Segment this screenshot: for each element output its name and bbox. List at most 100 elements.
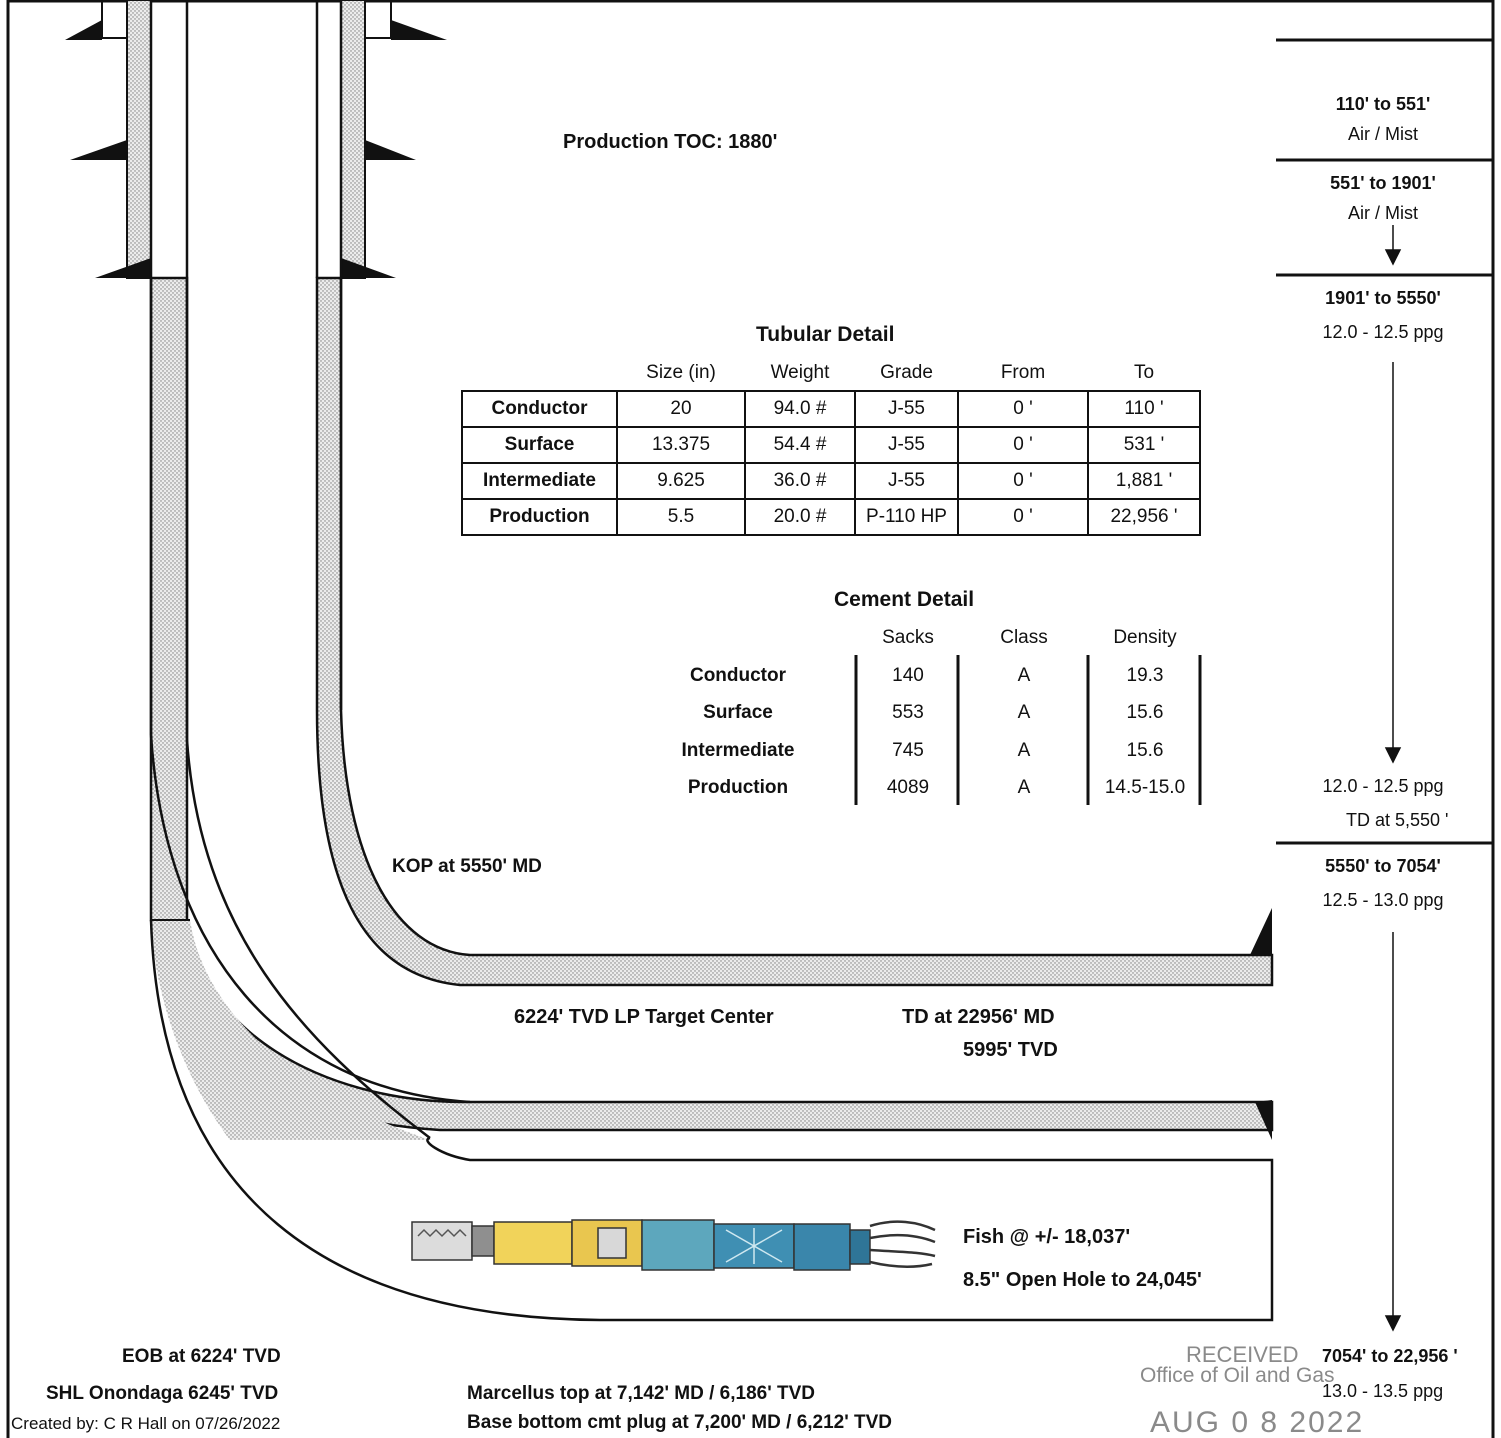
td-md-label: TD at 22956' MD	[902, 1006, 1055, 1028]
tubular-header-weight: Weight	[770, 362, 830, 383]
mud-weight-end: 12.0 - 12.5 ppg	[1322, 776, 1444, 796]
tubular-from: 0 '	[957, 462, 1089, 500]
cement-row-name: Conductor	[689, 665, 787, 686]
shl-label: SHL Onondaga 6245' TVD	[46, 1383, 279, 1404]
kop-label: KOP at 5550' MD	[392, 856, 542, 877]
tubular-grade: J-55	[854, 462, 959, 500]
cement-sacks: 553	[892, 702, 924, 723]
cement-row-name: Intermediate	[681, 740, 795, 761]
received-stamp-line1: RECEIVED	[1186, 1342, 1299, 1367]
tubular-from: 0 '	[957, 498, 1089, 536]
mud-interval-4: 5550' to 7054' 12.5 - 13.0 ppg	[1273, 857, 1493, 909]
cement-detail-title: Cement Detail	[834, 588, 975, 611]
mud-dividers	[1276, 38, 1493, 845]
tubular-weight: 94.0 #	[744, 390, 856, 428]
mud-weight: Air / Mist	[1348, 203, 1418, 223]
cement-table-lines	[854, 655, 1202, 805]
tubular-size: 9.625	[616, 462, 746, 500]
cement-sacks: 140	[892, 665, 924, 686]
tubular-row-name: Surface	[461, 426, 618, 464]
production-casing	[149, 734, 471, 1139]
td-tvd-label: 5995' TVD	[963, 1039, 1058, 1061]
cement-class: A	[1017, 740, 1031, 761]
tubular-grade: P-110 HP	[854, 498, 959, 536]
cement-class: A	[1017, 777, 1031, 798]
mud-weight-5: 13.0 - 13.5 ppg	[1322, 1381, 1444, 1401]
tubular-to: 531 '	[1087, 426, 1201, 464]
base-plug-label: Base bottom cmt plug at 7,200' MD / 6,21…	[467, 1412, 893, 1433]
surface-cement	[126, 0, 366, 279]
cement-header-density: Density	[1113, 627, 1177, 648]
tubular-size: 13.375	[616, 426, 746, 464]
table-row: Intermediate 9.625 36.0 # J-55 0 ' 1,881…	[461, 462, 1201, 500]
table-row: Surface 13.375 54.4 # J-55 0 ' 531 '	[461, 426, 1201, 464]
tubular-to: 1,881 '	[1087, 462, 1201, 500]
cement-class: A	[1017, 702, 1031, 723]
mud-arrows	[1384, 225, 1402, 1332]
mud-range: 1901' to 5550'	[1325, 288, 1441, 308]
cement-plug	[151, 920, 430, 1140]
tubular-to: 110 '	[1087, 390, 1201, 428]
open-hole-label: 8.5" Open Hole to 24,045'	[963, 1269, 1202, 1291]
mud-td-label: TD at 5,550 '	[1346, 810, 1449, 830]
cement-density: 14.5-15.0	[1104, 777, 1186, 798]
fish-label: Fish @ +/- 18,037'	[963, 1226, 1131, 1248]
tubular-row-name: Conductor	[461, 390, 618, 428]
cement-density: 15.6	[1126, 702, 1164, 723]
cement-row-name: Production	[687, 777, 789, 798]
lateral-shoes	[1250, 908, 1272, 1140]
mud-range: 110' to 551'	[1335, 94, 1431, 114]
page-border	[6, 0, 1495, 1438]
mud-interval-3: 1901' to 5550' 12.0 - 12.5 ppg	[1273, 289, 1493, 341]
mud-range-5: 7054' to 22,956 '	[1322, 1346, 1458, 1366]
tubular-weight: 20.0 #	[744, 498, 856, 536]
mud-weight: 12.0 - 12.5 ppg	[1322, 322, 1444, 342]
tubular-header-grade: Grade	[880, 362, 933, 383]
cement-header-sacks: Sacks	[882, 627, 934, 648]
received-stamp-date: AUG 0 8 2022	[1150, 1406, 1365, 1438]
tubular-from: 0 '	[957, 426, 1089, 464]
tubular-grade: J-55	[854, 390, 959, 428]
mud-range: 5550' to 7054'	[1325, 856, 1441, 876]
mud-range: 551' to 1901'	[1330, 173, 1436, 193]
lp-target-label: 6224' TVD LP Target Center	[514, 1006, 774, 1028]
tubular-size: 20	[616, 390, 746, 428]
received-stamp-line2: Office of Oil and Gas	[1140, 1364, 1335, 1387]
cement-sacks: 4089	[886, 777, 930, 798]
mud-interval-1: 110' to 551' Air / Mist	[1273, 95, 1493, 143]
tubular-detail-title: Tubular Detail	[756, 323, 895, 346]
cement-sacks: 745	[892, 740, 924, 761]
mud-interval-2: 551' to 1901' Air / Mist	[1273, 174, 1493, 222]
cement-density: 19.3	[1126, 665, 1164, 686]
eob-label: EOB at 6224' TVD	[122, 1346, 281, 1367]
production-toc-label: Production TOC: 1880'	[563, 131, 778, 153]
tubular-from: 0 '	[957, 390, 1089, 428]
cement-class: A	[1017, 665, 1031, 686]
open-hole	[149, 919, 1274, 1322]
cement-header-class: Class	[1000, 627, 1048, 648]
marcellus-label: Marcellus top at 7,142' MD / 6,186' TVD	[467, 1383, 815, 1404]
table-row: Conductor 20 94.0 # J-55 0 ' 110 '	[461, 390, 1201, 428]
casing-shoes	[65, 20, 447, 278]
intermediate-casing	[149, 0, 343, 278]
tubular-header-to: To	[1133, 362, 1155, 383]
tubular-row-name: Intermediate	[461, 462, 618, 500]
mud-weight: 12.5 - 13.0 ppg	[1322, 890, 1444, 910]
production-cement-upper	[315, 276, 1274, 987]
mud-weight: Air / Mist	[1348, 124, 1418, 144]
tubular-table: Conductor 20 94.0 # J-55 0 ' 110 ' Surfa…	[461, 390, 1201, 536]
tubular-row-name: Production	[461, 498, 618, 536]
tubular-header-size: Size (in)	[646, 362, 716, 383]
tubular-grade: J-55	[854, 426, 959, 464]
fish-tool	[411, 1219, 936, 1271]
tubular-to: 22,956 '	[1087, 498, 1201, 536]
tubular-size: 5.5	[616, 498, 746, 536]
table-row: Production 5.5 20.0 # P-110 HP 0 ' 22,95…	[461, 498, 1201, 536]
tubular-weight: 36.0 #	[744, 462, 856, 500]
created-by-label: Created by: C R Hall on 07/26/2022	[11, 1414, 281, 1433]
tubular-weight: 54.4 #	[744, 426, 856, 464]
cement-row-name: Surface	[703, 702, 773, 723]
cement-density: 15.6	[1126, 740, 1164, 761]
tubular-header-from: From	[1000, 362, 1046, 383]
